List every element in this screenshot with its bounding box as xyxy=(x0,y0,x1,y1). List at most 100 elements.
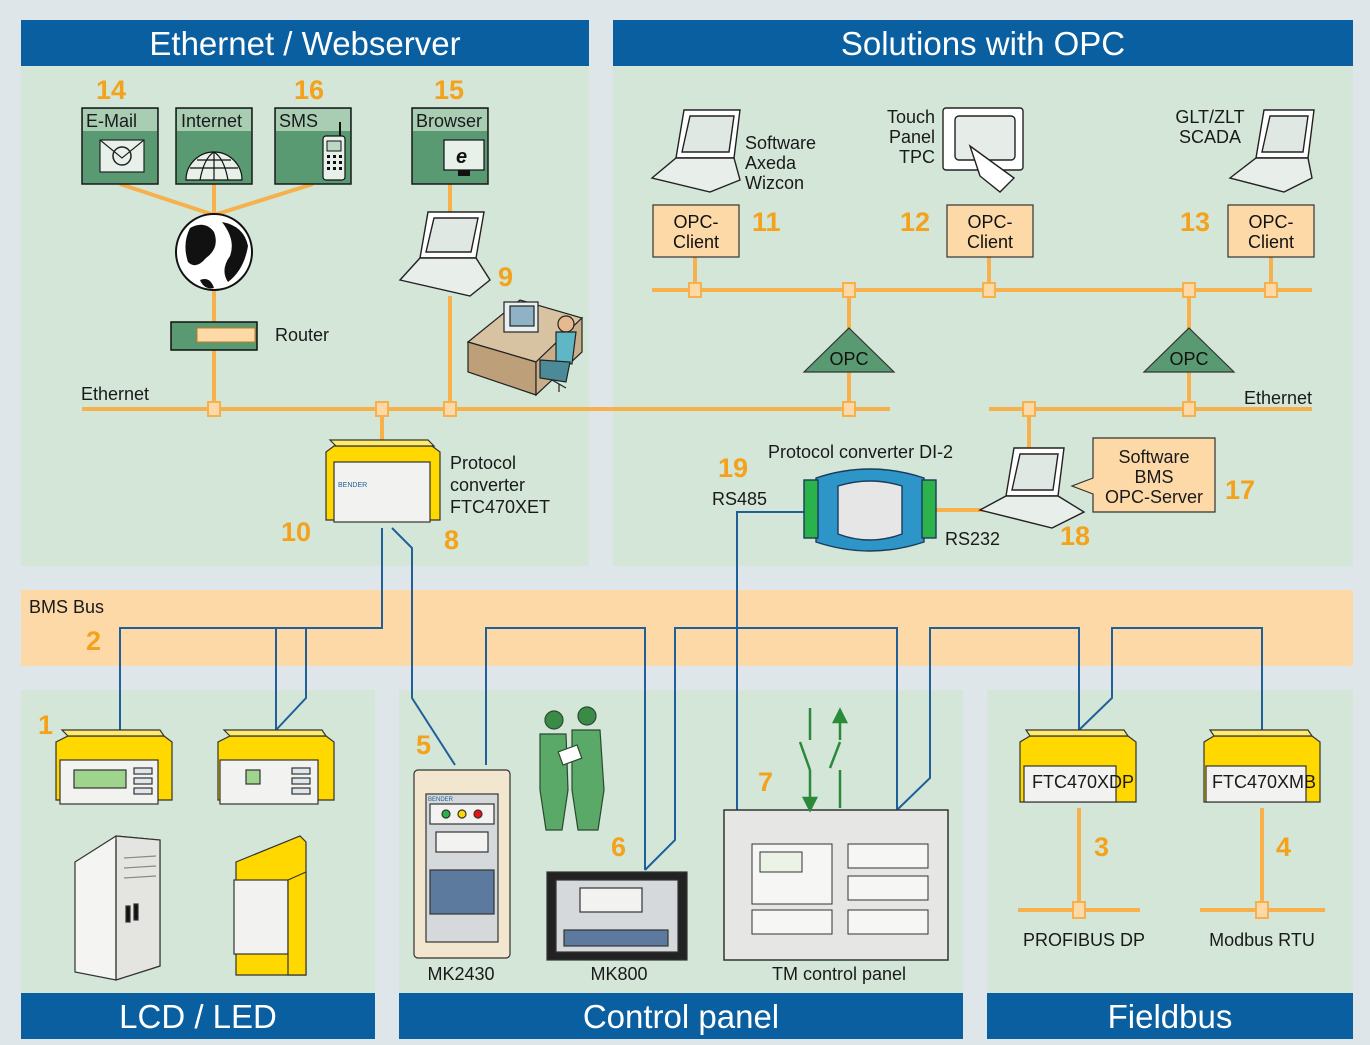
number-13: 13 xyxy=(1180,207,1210,237)
header-control-panel: Control panel xyxy=(583,998,779,1035)
ftc470xmb-device xyxy=(1203,729,1321,803)
number-11: 11 xyxy=(752,207,781,237)
number-1: 1 xyxy=(38,710,53,740)
header-bar-opc xyxy=(613,20,1353,66)
earth-globe-icon xyxy=(175,213,253,291)
software-line2: Axeda xyxy=(745,153,797,173)
modbus-label: Modbus RTU xyxy=(1209,930,1315,950)
header-bar-control xyxy=(399,993,963,1039)
header-bar-ethernet xyxy=(21,20,589,66)
opc-client-13-line2: Client xyxy=(1248,232,1294,252)
ftc470xet-brand: BENDER xyxy=(338,482,367,489)
router-device xyxy=(170,321,258,351)
monitor-browser-icon: e xyxy=(443,139,485,176)
number-16: 16 xyxy=(294,75,324,105)
bms-sw-line1: Software xyxy=(1118,447,1189,467)
tm-control-panel xyxy=(723,809,949,961)
sms-box: SMS xyxy=(274,107,352,185)
number-18: 18 xyxy=(1060,521,1090,551)
bms-bus-lines xyxy=(119,511,1263,871)
junction-markers xyxy=(207,282,1278,919)
mobile-phone-icon xyxy=(322,122,346,181)
browser-box: Browser e xyxy=(411,107,489,185)
laptop-icon-scada xyxy=(1228,109,1315,193)
number-7: 7 xyxy=(758,767,773,797)
laptop-icon-browser xyxy=(398,211,491,297)
bms-sw-line3: OPC-Server xyxy=(1105,487,1203,507)
email-label: E-Mail xyxy=(86,111,137,131)
router-label: Router xyxy=(275,325,329,345)
opc-client-box-13: OPC- Client xyxy=(1227,204,1315,258)
din-rail-device xyxy=(233,835,307,976)
opc-client-13-line1: OPC- xyxy=(1249,212,1294,232)
number-15: 15 xyxy=(434,75,464,105)
di2-label: Protocol converter DI-2 xyxy=(768,442,953,462)
tm-arrows xyxy=(798,707,849,813)
opc-client-11-line1: OPC- xyxy=(674,212,719,232)
bms-software-callout: Software BMS OPC-Server xyxy=(1070,437,1216,513)
number-10: 10 xyxy=(281,517,311,547)
pc-ftc-line3: FTC470XET xyxy=(450,497,550,517)
software-line3: Wizcon xyxy=(745,173,804,193)
header-lcd-led: LCD / LED xyxy=(119,998,277,1035)
internet-label: Internet xyxy=(181,111,242,131)
touch-panel-icon xyxy=(942,107,1024,193)
pc-ftc-line2: converter xyxy=(450,475,525,495)
laptop-icon-bms-server xyxy=(978,447,1086,529)
opc-triangle-right: OPC xyxy=(1142,327,1236,373)
number-3: 3 xyxy=(1094,832,1109,862)
mk2430-panel xyxy=(413,769,511,959)
lcd-device-1 xyxy=(55,729,173,805)
touch-line3: TPC xyxy=(899,147,935,167)
number-14: 14 xyxy=(96,75,126,105)
ftc470xet-device xyxy=(325,439,441,523)
opc-right-label: OPC xyxy=(1169,349,1208,369)
pc-ftc-line1: Protocol xyxy=(450,453,516,473)
header-bar-fieldbus xyxy=(987,993,1353,1039)
email-icon xyxy=(99,139,145,173)
laptop-icon-software xyxy=(650,109,741,193)
profibus-label: PROFIBUS DP xyxy=(1023,930,1145,950)
tm-panel-label: TM control panel xyxy=(772,964,906,984)
bms-bus-label: BMS Bus xyxy=(29,597,104,617)
mk800-label: MK800 xyxy=(590,964,647,984)
mk800-panel xyxy=(546,871,688,961)
rs485-label: RS485 xyxy=(712,489,767,509)
globe-grid-icon xyxy=(185,151,243,181)
opc-left-label: OPC xyxy=(829,349,868,369)
ftc470xdp-device xyxy=(1019,729,1137,803)
ethernet-right-label: Ethernet xyxy=(1244,388,1312,408)
opc-client-box-11: OPC- Client xyxy=(652,204,740,258)
touch-line2: Panel xyxy=(889,127,935,147)
number-4: 4 xyxy=(1276,832,1291,862)
bms-sw-line2: BMS xyxy=(1134,467,1173,487)
opc-client-12-line2: Client xyxy=(967,232,1013,252)
email-box: E-Mail xyxy=(81,107,159,185)
ftc470xdp-label: FTC470XDP xyxy=(1032,772,1134,792)
number-9: 9 xyxy=(498,262,513,292)
software-line1: Software xyxy=(745,133,816,153)
header-fieldbus: Fieldbus xyxy=(1108,998,1233,1035)
svg-text:e: e xyxy=(456,146,467,168)
mk2430-label: MK2430 xyxy=(427,964,494,984)
ftc470xmb-label: FTC470XMB xyxy=(1212,772,1316,792)
number-12: 12 xyxy=(900,207,930,237)
number-2: 2 xyxy=(86,626,101,656)
internet-box: Internet xyxy=(175,107,253,185)
number-5: 5 xyxy=(416,730,431,760)
engineers-figures xyxy=(539,706,605,831)
browser-label: Browser xyxy=(416,111,482,131)
operator-workstation-icon xyxy=(466,299,584,397)
opc-client-12-line1: OPC- xyxy=(968,212,1013,232)
header-ethernet-webserver: Ethernet / Webserver xyxy=(149,25,460,62)
switch-cabinet xyxy=(74,835,161,981)
number-6: 6 xyxy=(611,832,626,862)
header-solutions-opc: Solutions with OPC xyxy=(841,25,1125,62)
number-19: 19 xyxy=(718,453,748,483)
mk2430-brand: BENDER xyxy=(428,797,454,803)
ethernet-left-label: Ethernet xyxy=(81,384,149,404)
led-device-2 xyxy=(217,729,335,805)
glt-line1: GLT/ZLT xyxy=(1175,107,1244,127)
sms-label: SMS xyxy=(279,111,318,131)
